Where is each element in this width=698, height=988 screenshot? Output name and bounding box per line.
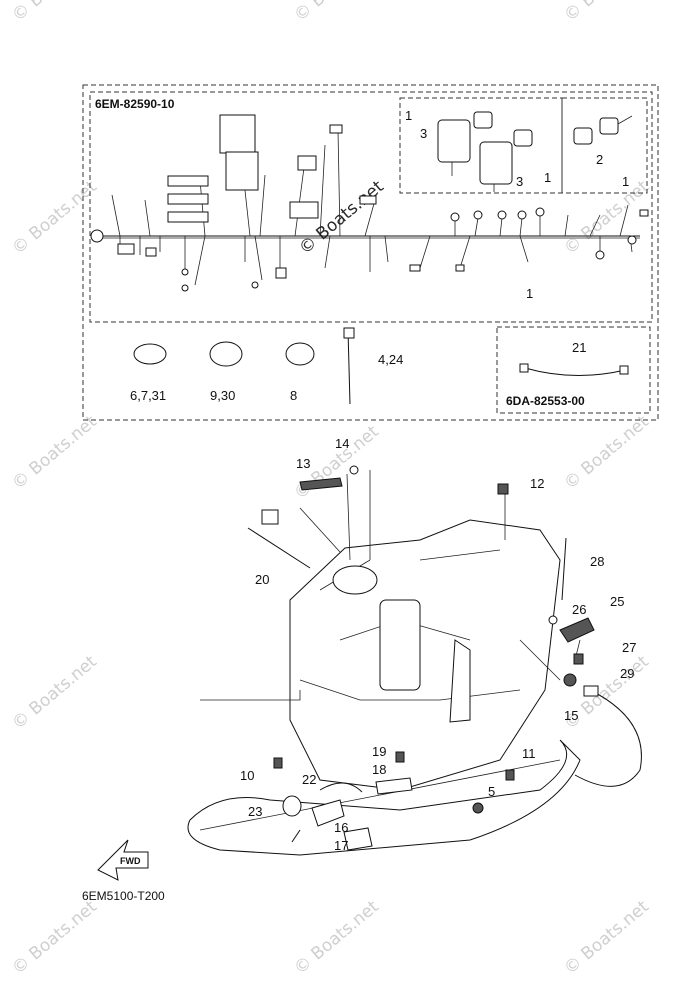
callout-25: 25: [610, 594, 624, 609]
harness-connectors: [90, 114, 649, 292]
callout-16: 16: [334, 820, 348, 835]
watermark: © Boats.net: [8, 652, 101, 734]
callouts: 1 3 3 1 2 1 1 21 6,7,31 9,30 8 4,24 14 1…: [130, 108, 636, 853]
watermark: © Boats.net: [560, 0, 653, 26]
callout-26: 26: [572, 602, 586, 617]
connector-20: [261, 509, 279, 525]
callout-19: 19: [372, 744, 386, 759]
bolt-27: [573, 653, 584, 665]
callout-23: 23: [248, 804, 262, 819]
watermark: © Boats.net: [8, 0, 101, 26]
forward-arrow: FWD: [97, 839, 149, 881]
callout-4-24: 4,24: [378, 352, 403, 367]
bracket-18: [375, 777, 413, 795]
watermark: © Boats.net: [8, 177, 101, 259]
sub-harness: [519, 363, 629, 377]
callout-20: 20: [255, 572, 269, 587]
callout-1: 1: [405, 108, 412, 123]
callout-14: 14: [335, 436, 349, 451]
clamps: [133, 327, 355, 405]
callout-28: 28: [590, 554, 604, 569]
cable-tie: [347, 329, 351, 405]
screw-10: [273, 757, 283, 769]
cable-tie-28: [561, 537, 567, 601]
engine-block: [187, 470, 581, 856]
intake: [449, 639, 471, 723]
caps: [573, 115, 633, 145]
sub-harness-part-code: 6DA-82553-00: [506, 394, 585, 408]
callout-10: 10: [240, 768, 254, 783]
sub-harness-dashed-frame: [496, 326, 651, 414]
callout-9-30: 9,30: [210, 388, 235, 403]
callout-18: 18: [372, 762, 386, 777]
bottom-cowling: [187, 739, 581, 856]
harness-section: 6EM-82590-10 6DA-82553-00: [82, 84, 659, 421]
callout-1: 1: [622, 174, 629, 189]
callout-8: 8: [290, 388, 297, 403]
watermark: © Boats.net: [290, 0, 383, 26]
callout-27: 27: [622, 640, 636, 655]
screw-11: [505, 769, 515, 781]
holder-16: [311, 799, 345, 827]
outer-dashed-frame: [82, 84, 659, 421]
callout-3: 3: [516, 174, 523, 189]
watermark: © Boats.net: [290, 897, 383, 979]
ignition-coils: [437, 111, 533, 192]
callout-6-7-31: 6,7,31: [130, 388, 166, 403]
callout-11: 11: [522, 746, 536, 761]
callout-21: 21: [572, 340, 586, 355]
callout-1: 1: [526, 286, 533, 301]
cap-29: [583, 685, 599, 697]
callout-12: 12: [530, 476, 544, 491]
starter-motor: [379, 599, 421, 691]
watermark: © Boats.net: [8, 412, 101, 494]
watermark: © Boats.net: [560, 177, 653, 259]
flywheel-top: [332, 565, 378, 595]
harness-part-code: 6EM-82590-10: [95, 97, 175, 111]
bolt-12: [497, 483, 509, 495]
callout-3: 3: [420, 126, 427, 141]
screw-5: [472, 802, 484, 814]
sensor-25: [559, 617, 595, 643]
callout-5: 5: [488, 784, 495, 799]
screw-19: [395, 751, 405, 763]
grommet-23: [282, 795, 302, 817]
callout-13: 13: [296, 456, 310, 471]
callout-22: 22: [302, 772, 316, 787]
engine-parts: [247, 465, 642, 851]
callout-1: 1: [544, 170, 551, 185]
watermark: © Boats.net: [560, 412, 653, 494]
cap-dashed-frame: [561, 97, 648, 194]
o-ring-14: [349, 465, 359, 475]
wire-22: [319, 782, 363, 793]
fwd-arrow-icon: [97, 839, 149, 881]
fwd-label: FWD: [120, 856, 141, 866]
cable-29: [574, 689, 642, 787]
drawing-code: 6EM5100-T200: [82, 889, 165, 903]
sensor-13: [299, 477, 343, 491]
o-ring-26: [548, 615, 558, 625]
callout-15: 15: [564, 708, 578, 723]
callout-2: 2: [596, 152, 603, 167]
watermark: © Boats.net: [560, 897, 653, 979]
cable-20: [247, 527, 311, 569]
watermark: © Boats.net: [8, 897, 101, 979]
plug-15: [563, 673, 577, 687]
callout-17: 17: [334, 838, 348, 853]
plate-17: [343, 827, 373, 851]
harness-dashed-frame: [89, 91, 653, 323]
callout-29: 29: [620, 666, 634, 681]
harness-branches: [119, 235, 633, 286]
plug-22: [291, 829, 301, 843]
